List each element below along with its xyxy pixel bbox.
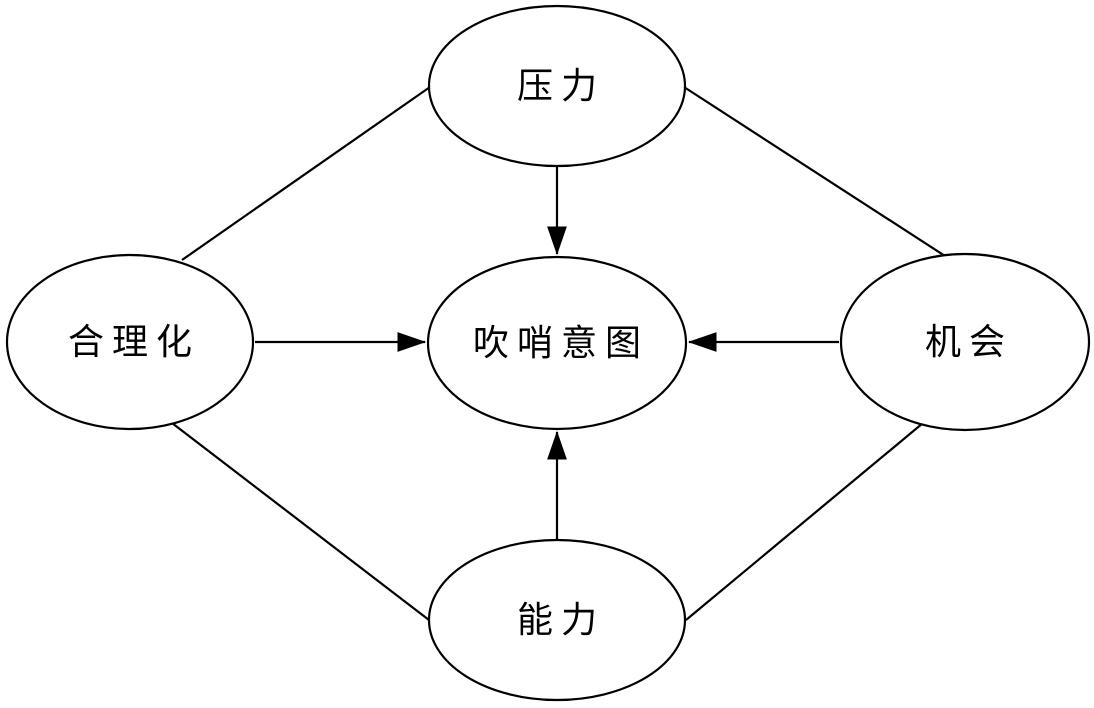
node-intention-label: 吹哨意图 <box>473 323 649 363</box>
node-opportunity-label: 机会 <box>925 322 1013 362</box>
node-intention-ellipse <box>426 255 688 431</box>
node-rationalization-ellipse <box>5 253 255 431</box>
node-opportunity-ellipse <box>839 252 1091 432</box>
node-pressure-label: 压力 <box>517 66 605 106</box>
node-capability-label: 能力 <box>517 600 605 640</box>
node-rationalization-label: 合理化 <box>68 322 200 362</box>
edge-opportunity-capability <box>685 422 924 621</box>
edge-pressure-rationalization <box>181 86 431 261</box>
edge-rationalization-capability <box>171 422 430 621</box>
node-pressure-ellipse <box>427 4 687 168</box>
edge-pressure-opportunity <box>683 86 946 257</box>
node-capability-ellipse <box>427 538 687 702</box>
